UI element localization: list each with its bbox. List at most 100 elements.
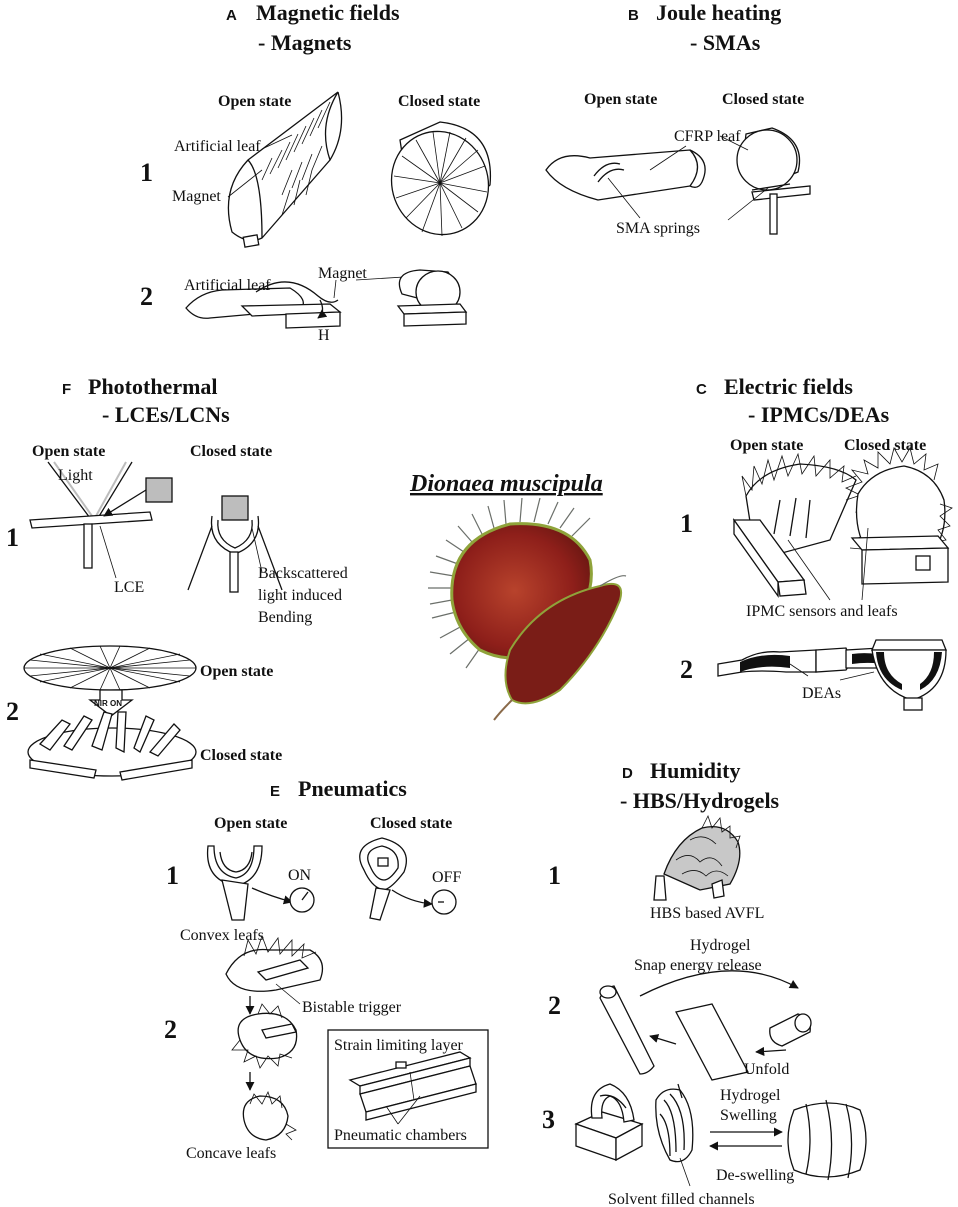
e2-chambers-label: Pneumatic chambers bbox=[334, 1127, 467, 1144]
d1-hbs-drawing bbox=[653, 814, 741, 901]
panel-c-row-1: 1 bbox=[680, 509, 693, 538]
e2-bistable-leader bbox=[275, 983, 301, 1005]
b-cfrp-leaf-label: CFRP leaf bbox=[674, 128, 741, 145]
panel-e-row-1: 1 bbox=[166, 861, 179, 890]
c1-ipmc-leader-1 bbox=[787, 539, 831, 601]
f1-closed-drawing bbox=[187, 495, 283, 593]
a2-magnet-leader-2 bbox=[333, 279, 337, 299]
a2-closed-drawing bbox=[396, 269, 468, 327]
e1-on-label: ON bbox=[288, 867, 312, 884]
e2-mid-drawing bbox=[231, 1003, 298, 1069]
panel-d-subtitle: - HBS/Hydrogels bbox=[620, 788, 780, 813]
panel-c-closed-label: Closed state bbox=[844, 437, 926, 454]
b-cfrp-leader-closed bbox=[719, 135, 749, 151]
d2-flat-arrow bbox=[649, 1034, 677, 1045]
a1-magnet-leader bbox=[227, 169, 263, 198]
panel-c-subtitle: - IPMCs/DEAs bbox=[748, 402, 890, 427]
a1-artificial-leaf-label: Artificial leaf bbox=[174, 138, 261, 155]
panel-e-title: Pneumatics bbox=[298, 776, 407, 801]
panel-f-subtitle: - LCEs/LCNs bbox=[102, 402, 230, 427]
f2-open-state-label: Open state bbox=[200, 663, 273, 680]
d1-hbs-label: HBS based AVFL bbox=[650, 905, 764, 922]
panel-c-letter: C bbox=[696, 381, 707, 398]
a1-leaf-leader bbox=[261, 134, 293, 150]
f2-open-star-drawing bbox=[23, 645, 197, 717]
venus-flytrap-photo bbox=[428, 497, 627, 721]
panel-f-title: Photothermal bbox=[88, 374, 218, 399]
panel-e-open-label: Open state bbox=[214, 815, 287, 832]
e2-concave-drawing bbox=[242, 1090, 297, 1141]
panel-c: C Electric fields - IPMCs/DEAs Open stat… bbox=[680, 374, 953, 711]
d2-small-roll-drawing bbox=[769, 1013, 812, 1047]
a2-h-field-label: H bbox=[318, 327, 330, 344]
d3-solvent-label: Solvent filled channels bbox=[608, 1191, 755, 1207]
d3-solvent-leader bbox=[679, 1157, 691, 1187]
f1-lce-leader bbox=[99, 525, 117, 579]
a1-closed-cylinder-drawing bbox=[390, 121, 492, 237]
e2-convex-drawing bbox=[225, 934, 324, 992]
c2-closed-drawing bbox=[871, 639, 947, 711]
panel-f-row-2: 2 bbox=[6, 697, 19, 726]
panel-e-closed-label: Closed state bbox=[370, 815, 452, 832]
panel-a-closed-label: Closed state bbox=[398, 93, 480, 110]
e2-bistable-label: Bistable trigger bbox=[302, 999, 402, 1016]
b-cfrp-leader-open bbox=[649, 145, 687, 171]
c1-closed-drawing bbox=[845, 446, 953, 585]
d2-unfold-label: Unfold bbox=[744, 1061, 789, 1078]
c2-dea-label: DEAs bbox=[802, 685, 841, 702]
f1-backscattered-label: Backscattered bbox=[258, 565, 348, 582]
species-name: Dionaea muscipula bbox=[409, 471, 603, 497]
b-sma-springs-label: SMA springs bbox=[616, 220, 700, 237]
panel-a-row-2: 2 bbox=[140, 282, 153, 311]
panel-f: F Photothermal - LCEs/LCNs Open state Cl… bbox=[6, 374, 348, 781]
e2-inset-box bbox=[327, 1029, 489, 1149]
panel-c-title: Electric fields bbox=[724, 374, 853, 399]
b-open-leaf-drawing bbox=[545, 149, 706, 201]
d3-deswelling-label: De-swelling bbox=[716, 1167, 794, 1184]
b-sma-leader-open bbox=[607, 177, 641, 219]
panel-d: D Humidity - HBS/Hydrogels 1 2 3 HBS bas… bbox=[542, 758, 867, 1207]
panel-b: B Joule heating - SMAs Open state Closed… bbox=[545, 0, 811, 237]
c1-ipmc-label: IPMC sensors and leafs bbox=[746, 603, 898, 620]
panel-a-title: Magnetic fields bbox=[256, 0, 400, 25]
panel-d-row-2: 2 bbox=[548, 991, 561, 1020]
d2-snap-label: Snap energy release bbox=[634, 957, 762, 974]
panel-d-row-1: 1 bbox=[548, 861, 561, 890]
d3-swelled-drawing bbox=[574, 1083, 644, 1162]
d3-curved-drawing bbox=[787, 1099, 867, 1181]
panel-b-letter: B bbox=[628, 7, 639, 24]
panel-f-closed-label: Closed state bbox=[190, 443, 272, 460]
a1-magnet-label: Magnet bbox=[172, 188, 221, 205]
d2-flat-drawing bbox=[675, 1003, 749, 1081]
d3-hydrogel-label: Hydrogel bbox=[720, 1087, 781, 1104]
panel-a-letter: A bbox=[226, 7, 237, 24]
e2-convex-label: Convex leafs bbox=[180, 927, 264, 944]
panel-a-subtitle: - Magnets bbox=[258, 30, 352, 55]
panel-f-row-1: 1 bbox=[6, 523, 19, 552]
panel-e-letter: E bbox=[270, 783, 280, 800]
e1-closed-drawing bbox=[359, 837, 457, 921]
b-closed-leaf-drawing bbox=[736, 127, 811, 235]
panel-d-title: Humidity bbox=[650, 758, 740, 783]
panel-a: A Magnetic fields - Magnets Open state C… bbox=[140, 0, 492, 344]
f1-lce-label: LCE bbox=[114, 579, 144, 596]
f1-light-induced-label: light induced bbox=[258, 587, 342, 604]
center-species: Dionaea muscipula bbox=[409, 471, 627, 721]
panel-e-row-2: 2 bbox=[164, 1015, 177, 1044]
panel-e: E Pneumatics Open state Closed state 1 2… bbox=[164, 776, 489, 1162]
d3-channels-drawing bbox=[655, 1083, 694, 1163]
a2-magnet-label: Magnet bbox=[318, 265, 367, 282]
panel-d-row-3: 3 bbox=[542, 1105, 555, 1134]
c1-ipmc-leader-2 bbox=[861, 527, 869, 601]
panel-c-open-label: Open state bbox=[730, 437, 803, 454]
a2-open-leaf-drawing bbox=[185, 281, 342, 329]
a1-open-leaf-drawing bbox=[227, 91, 343, 248]
c2-dea-leader-1 bbox=[789, 663, 809, 677]
a2-artificial-leaf-label: Artificial leaf bbox=[184, 277, 271, 294]
panel-b-open-label: Open state bbox=[584, 91, 657, 108]
panel-a-row-1: 1 bbox=[140, 158, 153, 187]
panel-d-letter: D bbox=[622, 765, 633, 782]
d2-snap-arrow bbox=[639, 970, 799, 997]
panel-f-letter: F bbox=[62, 381, 71, 398]
